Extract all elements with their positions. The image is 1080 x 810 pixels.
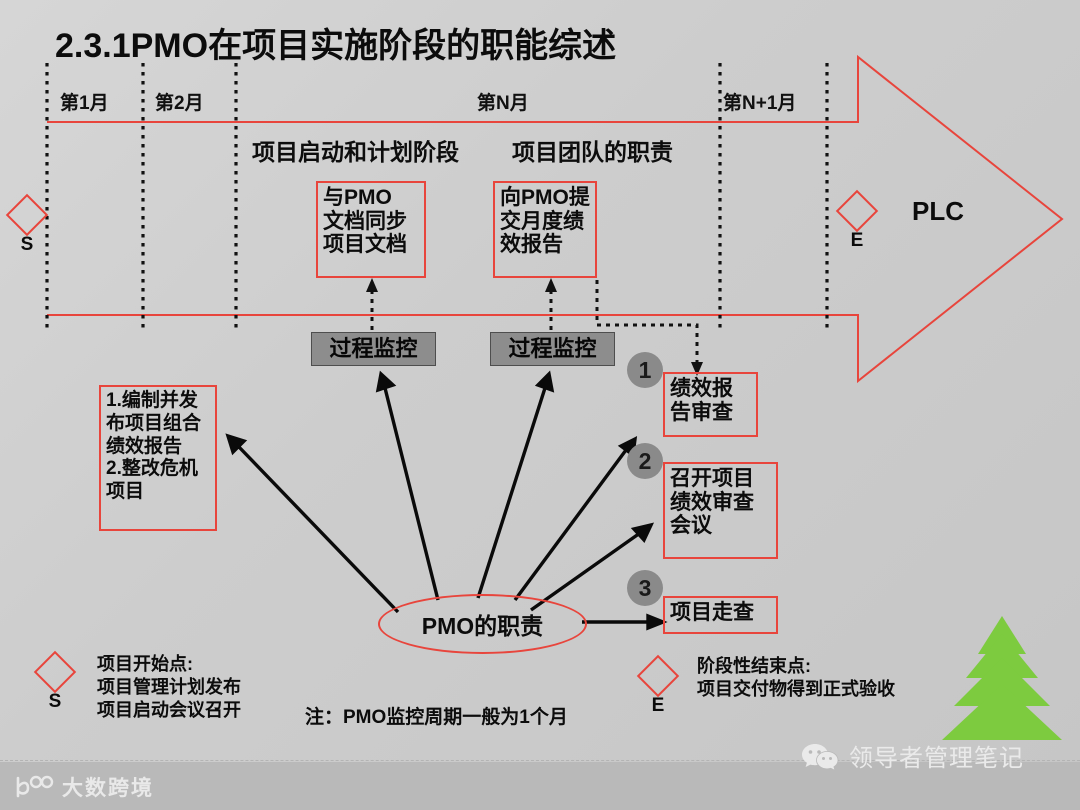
pmo-radiating-arrows — [225, 370, 668, 631]
page-title: 2.3.1PMO在项目实施阶段的职能综述 — [55, 27, 617, 65]
wechat-icon — [802, 743, 839, 771]
wechat-account-name: 领导者管理笔记 — [849, 745, 1024, 772]
month-label-1: 第1月 — [60, 93, 109, 114]
task-box-site-walk: 项目走查 — [663, 596, 778, 634]
plc-label: PLC — [912, 196, 964, 226]
legend-start-text: 项目开始点: 项目管理计划发布 项目启动会议召开 — [97, 654, 241, 721]
month-label-n: 第N月 — [477, 93, 529, 114]
start-marker-timeline: S — [5, 193, 49, 255]
end-marker-letter: E — [850, 230, 864, 251]
brand-logo: 大数跨境 — [14, 772, 154, 802]
task-box-review-meeting: 召开项目 绩效审查 会议 — [663, 462, 778, 559]
month-label-2: 第2月 — [155, 93, 204, 114]
phase-label-initiation: 项目启动和计划阶段 — [252, 139, 459, 165]
pmo-node-label: PMO的职责 — [421, 613, 544, 639]
wechat-watermark: 领导者管理笔记 — [800, 738, 1024, 773]
legend-end-text: 阶段性结束点: 项目交付物得到正式验收 — [697, 656, 895, 700]
legend-start-marker: S — [33, 650, 77, 712]
start-marker-letter: S — [20, 234, 34, 255]
brand-mark-icon — [16, 775, 54, 798]
task-badge-2: 2 — [627, 443, 663, 479]
task-badge-3: 3 — [627, 570, 663, 606]
monitoring-cycle-note: 注：PMO监控周期一般为1个月 — [305, 707, 568, 728]
doc-box-sync-pmo: 与PMO 文档同步 项目文档 — [316, 181, 426, 278]
portfolio-notes-box: 1.编制并发 布项目组合 绩效报告 2.整改危机 项目 — [99, 385, 217, 531]
phase-label-team-duty: 项目团队的职责 — [512, 139, 673, 165]
footer-strip — [0, 762, 1080, 810]
monitor-box-2: 过程监控 — [490, 332, 615, 366]
end-marker-timeline: E — [835, 189, 879, 251]
legend-end-marker: E — [636, 654, 680, 716]
connector-monitor1-to-doc1 — [366, 278, 378, 330]
pmo-responsibility-node: PMO的职责 — [378, 594, 587, 654]
task-box-report-review: 绩效报 告审查 — [663, 372, 758, 437]
monitor-box-1: 过程监控 — [311, 332, 436, 366]
legend-start-letter: S — [48, 691, 62, 712]
month-label-n-plus-1: 第N+1月 — [723, 93, 797, 114]
connector-monitor2-to-doc2 — [545, 278, 557, 330]
tree-decoration — [942, 616, 1062, 740]
task-badge-1: 1 — [627, 352, 663, 388]
doc-box-monthly-report: 向PMO提 交月度绩 效报告 — [493, 181, 597, 278]
brand-name: 大数跨境 — [62, 777, 154, 800]
legend-end-letter: E — [651, 695, 665, 716]
footer-divider — [0, 760, 1080, 761]
